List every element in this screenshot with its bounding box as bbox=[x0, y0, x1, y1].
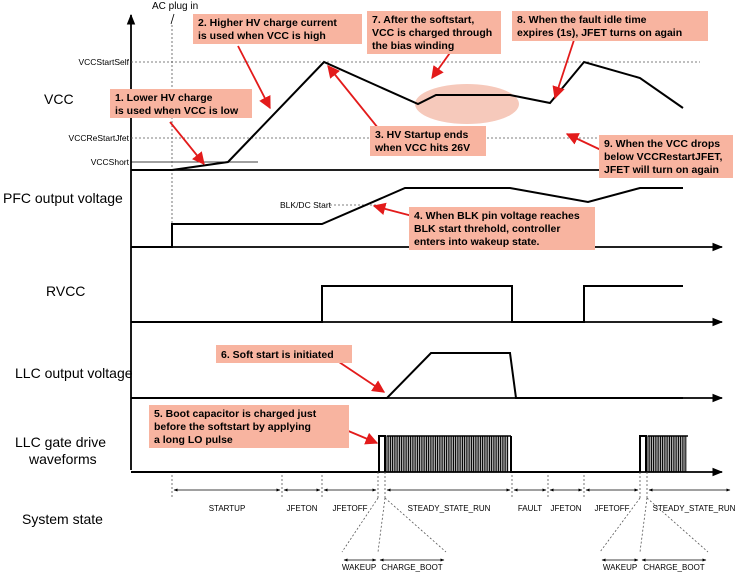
state-boundary-lines bbox=[171, 472, 648, 498]
note-4: 4. When BLK pin voltage reaches BLK star… bbox=[409, 207, 595, 250]
gate-pulse-line bbox=[386, 435, 510, 473]
state-charge-boot-1: CHARGE_BOOT bbox=[381, 563, 442, 572]
state-jfeton-1: JFETON bbox=[287, 504, 318, 513]
svg-text:8. When the fault idle time: 8. When the fault idle time bbox=[517, 14, 647, 26]
state-steady-2: STEADY_STATE_RUN bbox=[653, 504, 736, 513]
llc-gate-end-1 bbox=[510, 435, 647, 473]
llc-out-row-label: LLC output voltage bbox=[15, 365, 133, 381]
svg-text:2. Higher HV charge current: 2. Higher HV charge current bbox=[198, 17, 337, 29]
gate-pulse-train-1 bbox=[386, 435, 511, 473]
svg-text:the bias winding: the bias winding bbox=[372, 40, 454, 52]
state-fault: FAULT bbox=[518, 504, 542, 513]
vcc-restart-jfet-label: VCCReStartJfet bbox=[69, 133, 130, 143]
state-jfetoff-2: JFETOFF bbox=[595, 504, 630, 513]
pfc-row-label: PFC output voltage bbox=[3, 190, 123, 206]
note-2: 2. Higher HV charge current is used when… bbox=[193, 14, 362, 44]
svg-text:before the softstart by applyi: before the softstart by applying bbox=[154, 421, 311, 433]
state-steady-1: STEADY_STATE_RUN bbox=[408, 504, 491, 513]
vcc-short-label: VCCShort bbox=[91, 157, 130, 167]
note-3: 3. HV Startup ends when VCC hits 26V bbox=[370, 126, 486, 156]
svg-text:JFET will turn on again: JFET will turn on again bbox=[604, 164, 719, 176]
gate-pulse-train-2 bbox=[647, 435, 688, 473]
svg-text:9. When the VCC drops: 9. When the VCC drops bbox=[604, 138, 720, 150]
gate-pulse-line bbox=[647, 435, 688, 473]
state-wakeup-1: WAKEUP bbox=[342, 563, 376, 572]
svg-text:1. Lower HV charge: 1. Lower HV charge bbox=[115, 92, 213, 104]
note-5: 5. Boot capacitor is charged just before… bbox=[149, 405, 349, 448]
svg-text:4. When BLK pin voltage reache: 4. When BLK pin voltage reaches bbox=[414, 210, 580, 222]
note-9: 9. When the VCC drops below VCCRestartJF… bbox=[599, 135, 733, 178]
note-7: 7. After the softstart, VCC is charged t… bbox=[367, 11, 501, 54]
svg-text:a long LO pulse: a long LO pulse bbox=[154, 434, 233, 446]
bias-winding-charge-highlight bbox=[415, 84, 519, 124]
ac-plug-in-pointer bbox=[170, 13, 175, 25]
system-state-row-label: System state bbox=[22, 511, 103, 527]
state-startup: STARTUP bbox=[209, 504, 246, 513]
vcc-start-self-label: VCCStartSelf bbox=[78, 57, 129, 67]
annotation-arrows bbox=[169, 39, 602, 445]
svg-text:is used when VCC is low: is used when VCC is low bbox=[115, 105, 239, 117]
svg-text:when VCC hits 26V: when VCC hits 26V bbox=[374, 142, 470, 154]
rvcc-waveform bbox=[131, 285, 683, 323]
state-jfetoff-1: JFETOFF bbox=[333, 504, 368, 513]
llc-gate-row-label-1: LLC gate drive bbox=[15, 434, 106, 450]
svg-text:BLK start threhold, controller: BLK start threhold, controller bbox=[414, 223, 560, 235]
vcc-row-label: VCC bbox=[44, 91, 74, 107]
svg-text:below VCCRestartJFET,: below VCCRestartJFET, bbox=[604, 151, 723, 163]
llc-output-waveform bbox=[131, 352, 683, 399]
llc-gate-row-label-2: waveforms bbox=[28, 451, 97, 467]
svg-text:3. HV Startup ends: 3. HV Startup ends bbox=[375, 129, 469, 141]
rvcc-row-label: RVCC bbox=[46, 283, 85, 299]
note-1: 1. Lower HV charge is used when VCC is l… bbox=[110, 89, 252, 118]
svg-text:enters into wakeup state.: enters into wakeup state. bbox=[414, 236, 540, 248]
state-wakeup-2: WAKEUP bbox=[603, 563, 637, 572]
blk-dc-start-label: BLK/DC Start bbox=[280, 200, 332, 210]
llc-gate-baseline bbox=[131, 435, 386, 473]
svg-text:is used when VCC is high: is used when VCC is high bbox=[198, 30, 326, 42]
svg-text:5. Boot capacitor is charged j: 5. Boot capacitor is charged just bbox=[154, 408, 317, 420]
vcc-waveform bbox=[131, 60, 684, 171]
state-jfeton-2: JFETON bbox=[551, 504, 582, 513]
note-6: 6. Soft start is initiated bbox=[216, 345, 352, 363]
ac-plug-in-label: AC plug in bbox=[152, 1, 198, 12]
svg-text:6. Soft start is initiated: 6. Soft start is initiated bbox=[221, 349, 334, 361]
svg-text:VCC is charged through: VCC is charged through bbox=[372, 27, 492, 39]
pfc-waveform bbox=[131, 187, 683, 248]
note-8: 8. When the fault idle time expires (1s)… bbox=[512, 11, 708, 41]
svg-text:7. After the softstart,: 7. After the softstart, bbox=[372, 14, 474, 26]
state-charge-boot-2: CHARGE_BOOT bbox=[643, 563, 704, 572]
svg-text:expires (1s), JFET turns on ag: expires (1s), JFET turns on again bbox=[517, 27, 682, 39]
zoom-guides bbox=[341, 497, 709, 562]
